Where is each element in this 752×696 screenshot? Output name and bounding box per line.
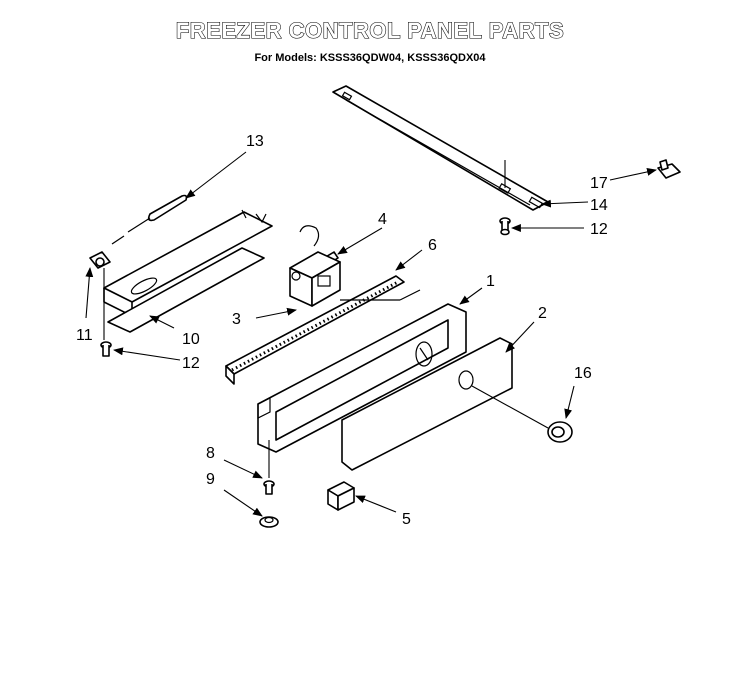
part-12-screw-right [499, 217, 511, 236]
leader-lines [85, 151, 657, 517]
callout-1: 1 [486, 273, 495, 290]
callout-8: 8 [206, 445, 215, 462]
callout-6: 6 [428, 237, 437, 254]
callout-16: 16 [574, 365, 592, 382]
callout-10: 10 [182, 331, 200, 348]
callout-2: 2 [538, 305, 547, 322]
part-17-clip [657, 159, 681, 179]
part-12-screw-left [100, 341, 112, 357]
part-13-rod [111, 194, 188, 245]
callout-14: 14 [590, 197, 608, 214]
part-3-thermostat [289, 225, 341, 307]
model-subtitle: For Models: KSSS36QDW04, KSSS36QDX04 [254, 52, 486, 64]
part-10-bracket [103, 209, 273, 333]
part-9-foot [259, 516, 279, 528]
callout-11: 11 [76, 327, 93, 344]
callout-17: 17 [590, 175, 608, 192]
callout-9: 9 [206, 471, 215, 488]
part-1-housing [257, 289, 467, 453]
part-5-switch [327, 481, 355, 511]
part-8-screw [263, 480, 275, 495]
callout-3: 3 [232, 311, 241, 328]
part-2-overlay [341, 337, 513, 471]
callout-12-left: 12 [182, 355, 200, 372]
part-16-knob [547, 421, 573, 443]
callout-4: 4 [378, 211, 387, 228]
part-14-rail [332, 85, 549, 211]
callout-5: 5 [402, 511, 411, 528]
callout-13: 13 [246, 133, 264, 150]
page-title: FREEZER CONTROL PANEL PARTS [175, 17, 565, 43]
callout-12-right: 12 [590, 221, 608, 238]
part-11-hook [89, 251, 111, 269]
